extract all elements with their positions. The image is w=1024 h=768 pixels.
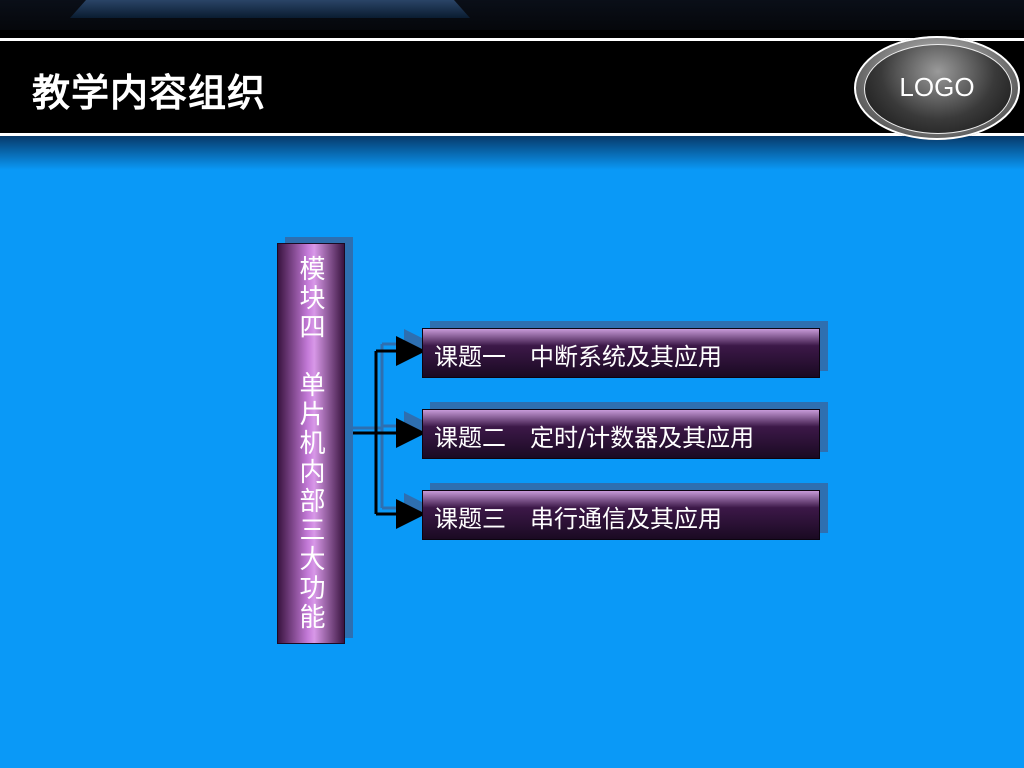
connector-shadow — [349, 329, 434, 523]
topic-box-3 — [422, 490, 820, 540]
connector-lines — [343, 336, 426, 529]
logo-badge — [864, 44, 1012, 134]
header-top-tab — [70, 0, 470, 18]
topic-box-1 — [422, 328, 820, 378]
module-label: 模块四 单片机内部三大功能 — [295, 255, 325, 632]
module-box — [277, 243, 345, 644]
header-divider-bottom — [0, 133, 1024, 136]
topic-box-2 — [422, 409, 820, 459]
header-shadow — [0, 136, 1024, 170]
page-title: 教学内容组织 — [32, 71, 267, 115]
topic-label-2: 课题二 定时/计数器及其应用 — [434, 424, 755, 452]
topic-label-3: 课题三 串行通信及其应用 — [434, 505, 722, 533]
topic-label-1: 课题一 中断系统及其应用 — [434, 343, 722, 371]
header-divider-top — [0, 38, 1024, 41]
logo-text: LOGO — [899, 72, 975, 102]
